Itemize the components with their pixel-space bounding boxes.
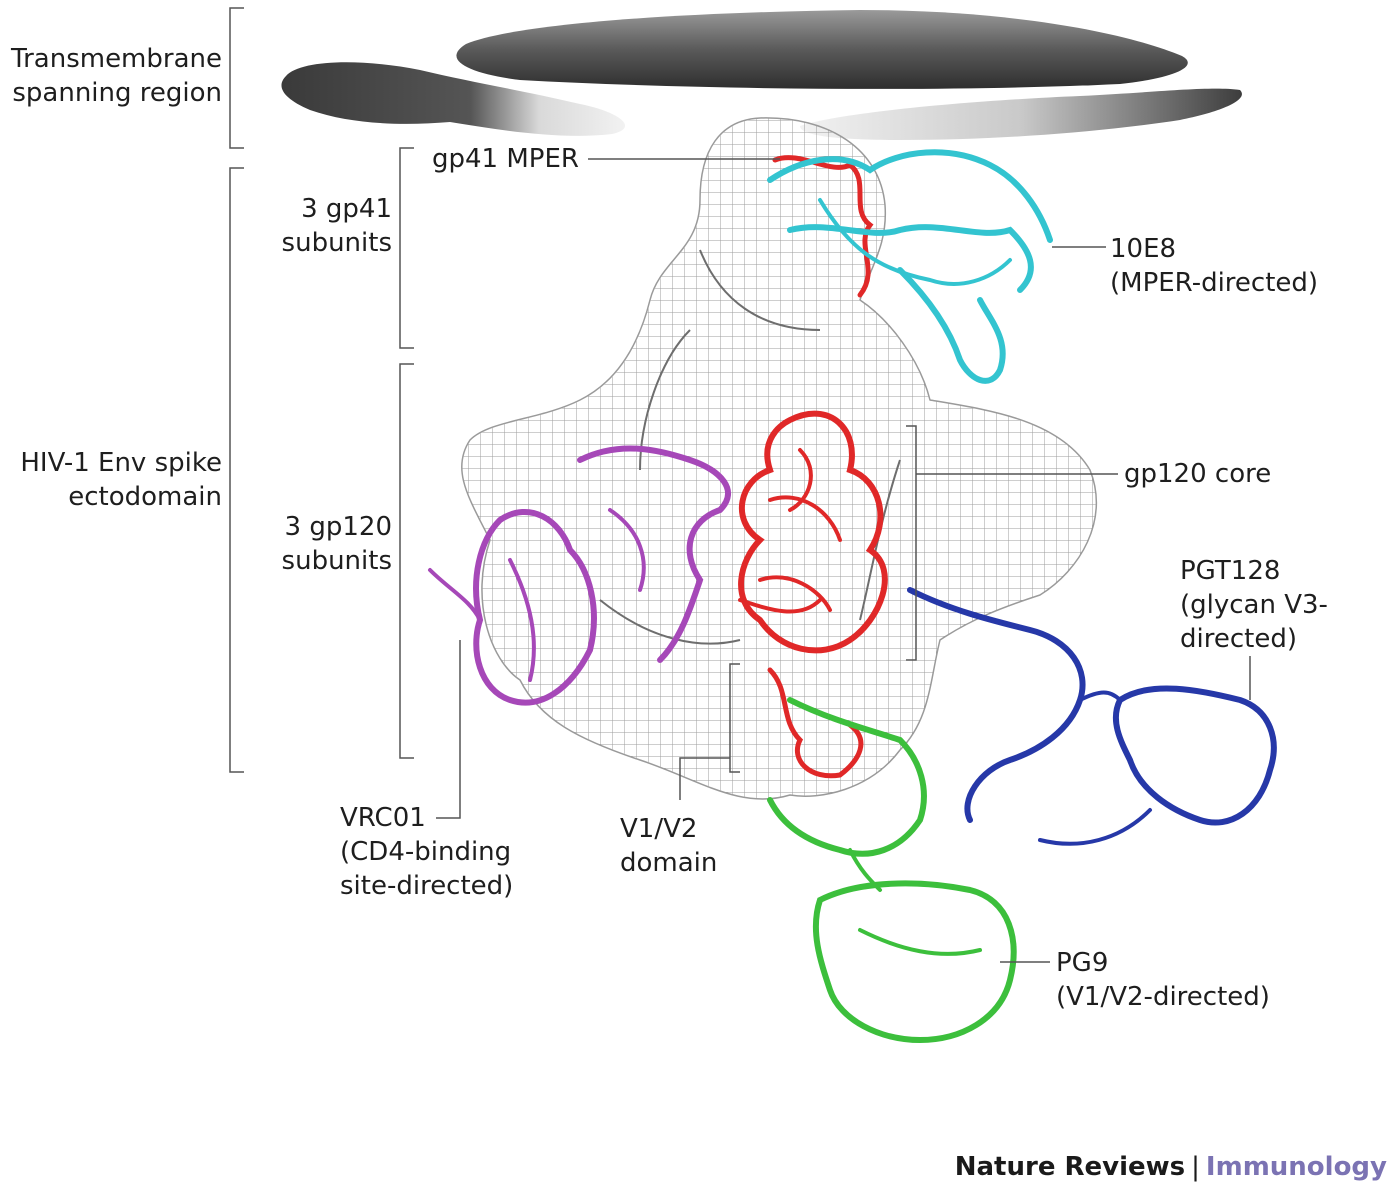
label-vrc01-line3: site-directed)	[340, 871, 514, 901]
vrc01-ribbon-b	[473, 508, 597, 706]
membrane-right	[800, 88, 1242, 140]
pg9-ribbon-a	[767, 697, 927, 857]
bracket-ectodomain	[229, 167, 244, 773]
label-gp120-subunits-line1: 3 gp120	[284, 512, 392, 542]
credit-separator: |	[1191, 1152, 1200, 1182]
label-pg9: PG9 (V1/V2-directed)	[1056, 946, 1270, 1014]
pgt128-ribbon-b	[1112, 685, 1277, 826]
membrane-left	[281, 62, 626, 136]
label-ectodomain: HIV-1 Env spike ectodomain	[4, 446, 222, 514]
label-transmembrane: Transmembrane spanning region	[4, 42, 222, 110]
journal-credit: Nature Reviews|Immunology	[955, 1152, 1387, 1182]
10e8-ribbon-a	[767, 149, 1053, 243]
label-vrc01-line2: (CD4-binding	[340, 837, 512, 867]
cryo-em-mesh	[461, 117, 1098, 800]
gp120-core-detail	[738, 448, 842, 614]
label-pgt128-line1: PGT128	[1180, 556, 1281, 586]
pg9-antibody	[767, 697, 1017, 1044]
credit-publisher: Nature Reviews	[954, 1152, 1186, 1182]
bracket-gp120	[399, 363, 414, 759]
label-gp41-subunits: 3 gp41 subunits	[250, 192, 392, 260]
label-v1v2-line1: V1/V2	[620, 814, 698, 844]
bracket-transmembrane	[229, 7, 244, 149]
v1v2-ribbon	[767, 667, 864, 779]
label-pg9-line1: PG9	[1056, 948, 1109, 978]
label-vrc01-line1: VRC01	[340, 803, 426, 833]
mesh-envelope	[461, 117, 1098, 800]
label-pgt128-line3: directed)	[1180, 624, 1297, 654]
gp-core-ribbons	[738, 155, 888, 779]
pgt128-linker	[1038, 690, 1152, 846]
vrc01-antibody	[428, 445, 731, 706]
label-pgt128: PGT128 (glycan V3- directed)	[1180, 554, 1328, 656]
pg9-ribbon-b	[812, 880, 1017, 1044]
pg9-ribbon-c	[848, 848, 982, 956]
label-gp120-subunits: 3 gp120 subunits	[250, 510, 392, 578]
pgt128-ribbon-a	[907, 587, 1086, 823]
label-10e8: 10E8 (MPER-directed)	[1110, 232, 1318, 300]
label-gp41-subunits-line1: 3 gp41	[301, 194, 392, 224]
10e8-ribbon-d	[818, 198, 1012, 286]
label-pgt128-line2: (glycan V3-	[1180, 590, 1328, 620]
bracket-gp41	[399, 147, 414, 349]
label-10e8-line2: (MPER-directed)	[1110, 268, 1319, 298]
vrc01-ribbon-c	[428, 508, 646, 682]
label-transmembrane-line1: Transmembrane	[11, 44, 222, 74]
bracket-gp120-core	[906, 425, 917, 661]
transmembrane-surfaces	[281, 10, 1242, 140]
leader-lines	[436, 158, 1251, 963]
10e8-ribbon-c	[897, 267, 1006, 384]
brackets	[229, 7, 917, 773]
label-gp120-subunits-line2: subunits	[281, 546, 392, 576]
vrc01-ribbon-a	[577, 445, 731, 663]
label-ectodomain-line2: ectodomain	[68, 482, 222, 512]
10e8-antibody	[767, 149, 1053, 384]
label-gp41-mper: gp41 MPER	[432, 144, 579, 174]
label-pg9-line2: (V1/V2-directed)	[1056, 982, 1270, 1012]
label-v1v2-domain: V1/V2 domain	[620, 812, 717, 880]
label-transmembrane-line2: spanning region	[12, 78, 222, 108]
credit-journal: Immunology	[1205, 1152, 1387, 1182]
label-gp120-core: gp120 core	[1124, 459, 1272, 489]
leader-vrc01	[436, 640, 461, 819]
mesh-inner-shadow	[599, 249, 901, 645]
label-10e8-line1: 10E8	[1110, 234, 1177, 264]
bracket-v1v2	[729, 663, 740, 773]
leader-v1v2	[679, 757, 730, 800]
label-gp41-subunits-line2: subunits	[281, 228, 392, 258]
pgt128-antibody	[907, 587, 1277, 846]
label-ectodomain-line1: HIV-1 Env spike	[20, 448, 222, 478]
10e8-ribbon-b	[787, 224, 1034, 293]
membrane-top	[456, 10, 1188, 89]
label-v1v2-line2: domain	[620, 848, 718, 878]
gp120-core-ribbon	[738, 410, 888, 654]
label-vrc01: VRC01 (CD4-binding site-directed)	[340, 801, 513, 903]
